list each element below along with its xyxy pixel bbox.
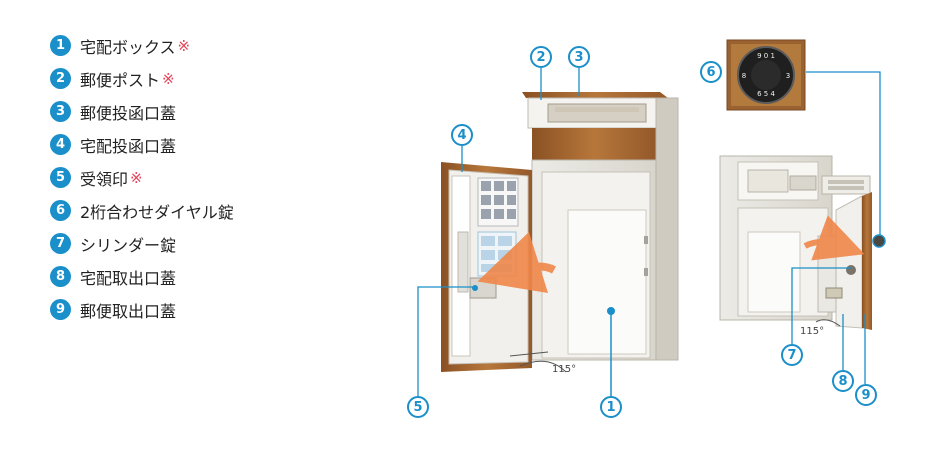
legend-item-3: 3 郵便投函口蓋 [50,95,350,128]
legend-label: 受領印 [80,169,129,189]
legend-item-1: 1 宅配ボックス ※ [50,29,350,62]
callout-4: 4 [451,124,473,146]
legend-number: 1 [50,35,71,56]
legend-item-6: 6 2桁合わせダイヤル錠 [50,194,350,227]
note-mark: ※ [162,69,175,88]
legend-number: 7 [50,233,71,254]
legend-number: 3 [50,101,71,122]
legend-label: 郵便ポスト [80,70,161,90]
dial-lock-inset: 9 0 1 6 5 4 8 3 [726,39,806,111]
legend-label: 宅配取出口蓋 [80,268,177,288]
callout-7: 7 [781,344,803,366]
svg-text:8: 8 [742,72,746,80]
callout-2: 2 [530,46,552,68]
legend-label: 宅配投函口蓋 [80,136,177,156]
legend-item-4: 4 宅配投函口蓋 [50,128,350,161]
note-mark: ※ [130,168,143,187]
legend-label: 宅配ボックス [80,37,176,57]
callout-8: 8 [832,370,854,392]
angle-label-right: 115° [800,326,825,337]
legend-number: 2 [50,68,71,89]
callout-6: 6 [700,61,722,83]
legend-item-5: 5 受領印 ※ [50,161,350,194]
legend-item-8: 8 宅配取出口蓋 [50,260,350,293]
legend-number: 4 [50,134,71,155]
angle-label-left: 115° [552,364,577,375]
legend-number: 8 [50,266,71,287]
svg-text:9 0 1: 9 0 1 [757,52,775,60]
note-mark: ※ [177,36,191,55]
legend-number: 9 [50,299,71,320]
legend-label: 2桁合わせダイヤル錠 [80,202,234,222]
leader-lines [417,68,881,396]
callout-3: 3 [568,46,590,68]
legend-label: 郵便取出口蓋 [80,301,177,321]
legend-item-2: 2 郵便ポスト ※ [50,62,350,95]
legend-item-9: 9 郵便取出口蓋 [50,293,350,326]
svg-text:3: 3 [786,72,790,80]
svg-text:6 5 4: 6 5 4 [757,90,775,98]
main-unit [522,92,679,397]
legend-label: 郵便投函口蓋 [80,103,177,123]
legend: 1 宅配ボックス ※ 2 郵便ポスト ※ 3 郵便投函口蓋 4 宅配投函口蓋 5… [50,29,350,326]
legend-label: シリンダー錠 [80,235,177,255]
callout-5: 5 [407,396,429,418]
legend-number: 6 [50,200,71,221]
legend-item-7: 7 シリンダー錠 [50,227,350,260]
legend-number: 5 [50,167,71,188]
callout-1: 1 [600,396,622,418]
callout-9: 9 [855,384,877,406]
